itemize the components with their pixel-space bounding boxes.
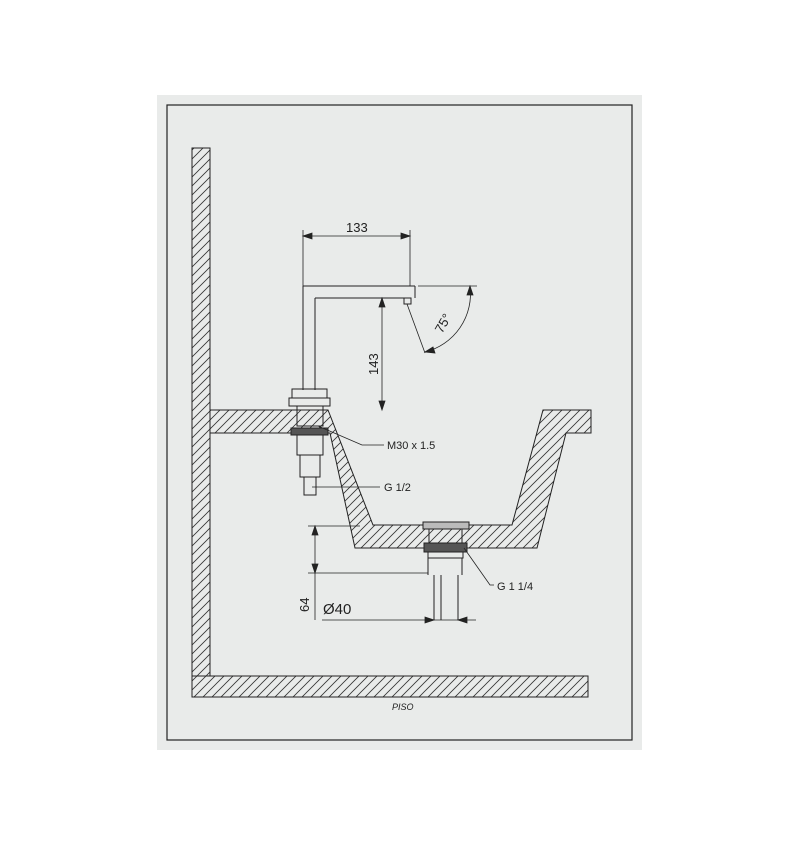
floor-section — [191, 675, 589, 698]
drain-depth-value: 64 — [297, 598, 312, 612]
angle-dimension — [406, 284, 477, 354]
floor-label: PISO — [392, 702, 414, 712]
countertop-basin-section — [209, 409, 592, 549]
height-dimension — [376, 296, 404, 412]
reach-dimension — [301, 230, 412, 286]
supply-thread-callout: G 1/2 — [384, 482, 411, 494]
mount-thread-callout: M30 x 1.5 — [387, 440, 435, 452]
drawing-frame — [166, 104, 633, 741]
faucet-mount — [288, 388, 331, 496]
drain-assembly — [422, 521, 470, 620]
drain-thread-callout: G 1 1/4 — [497, 581, 533, 593]
drain-diameter-dimension — [322, 616, 476, 624]
reach-value: 133 — [346, 220, 368, 235]
drain-diameter-value: Ø40 — [323, 601, 351, 618]
height-value: 143 — [366, 353, 381, 375]
drain-depth-dimension — [308, 524, 428, 620]
angle-value: 75° — [432, 311, 455, 336]
faucet-spout — [302, 285, 416, 390]
drain-thread-leader — [463, 547, 494, 586]
mount-thread-leader — [317, 425, 384, 446]
wall-section — [191, 147, 211, 677]
